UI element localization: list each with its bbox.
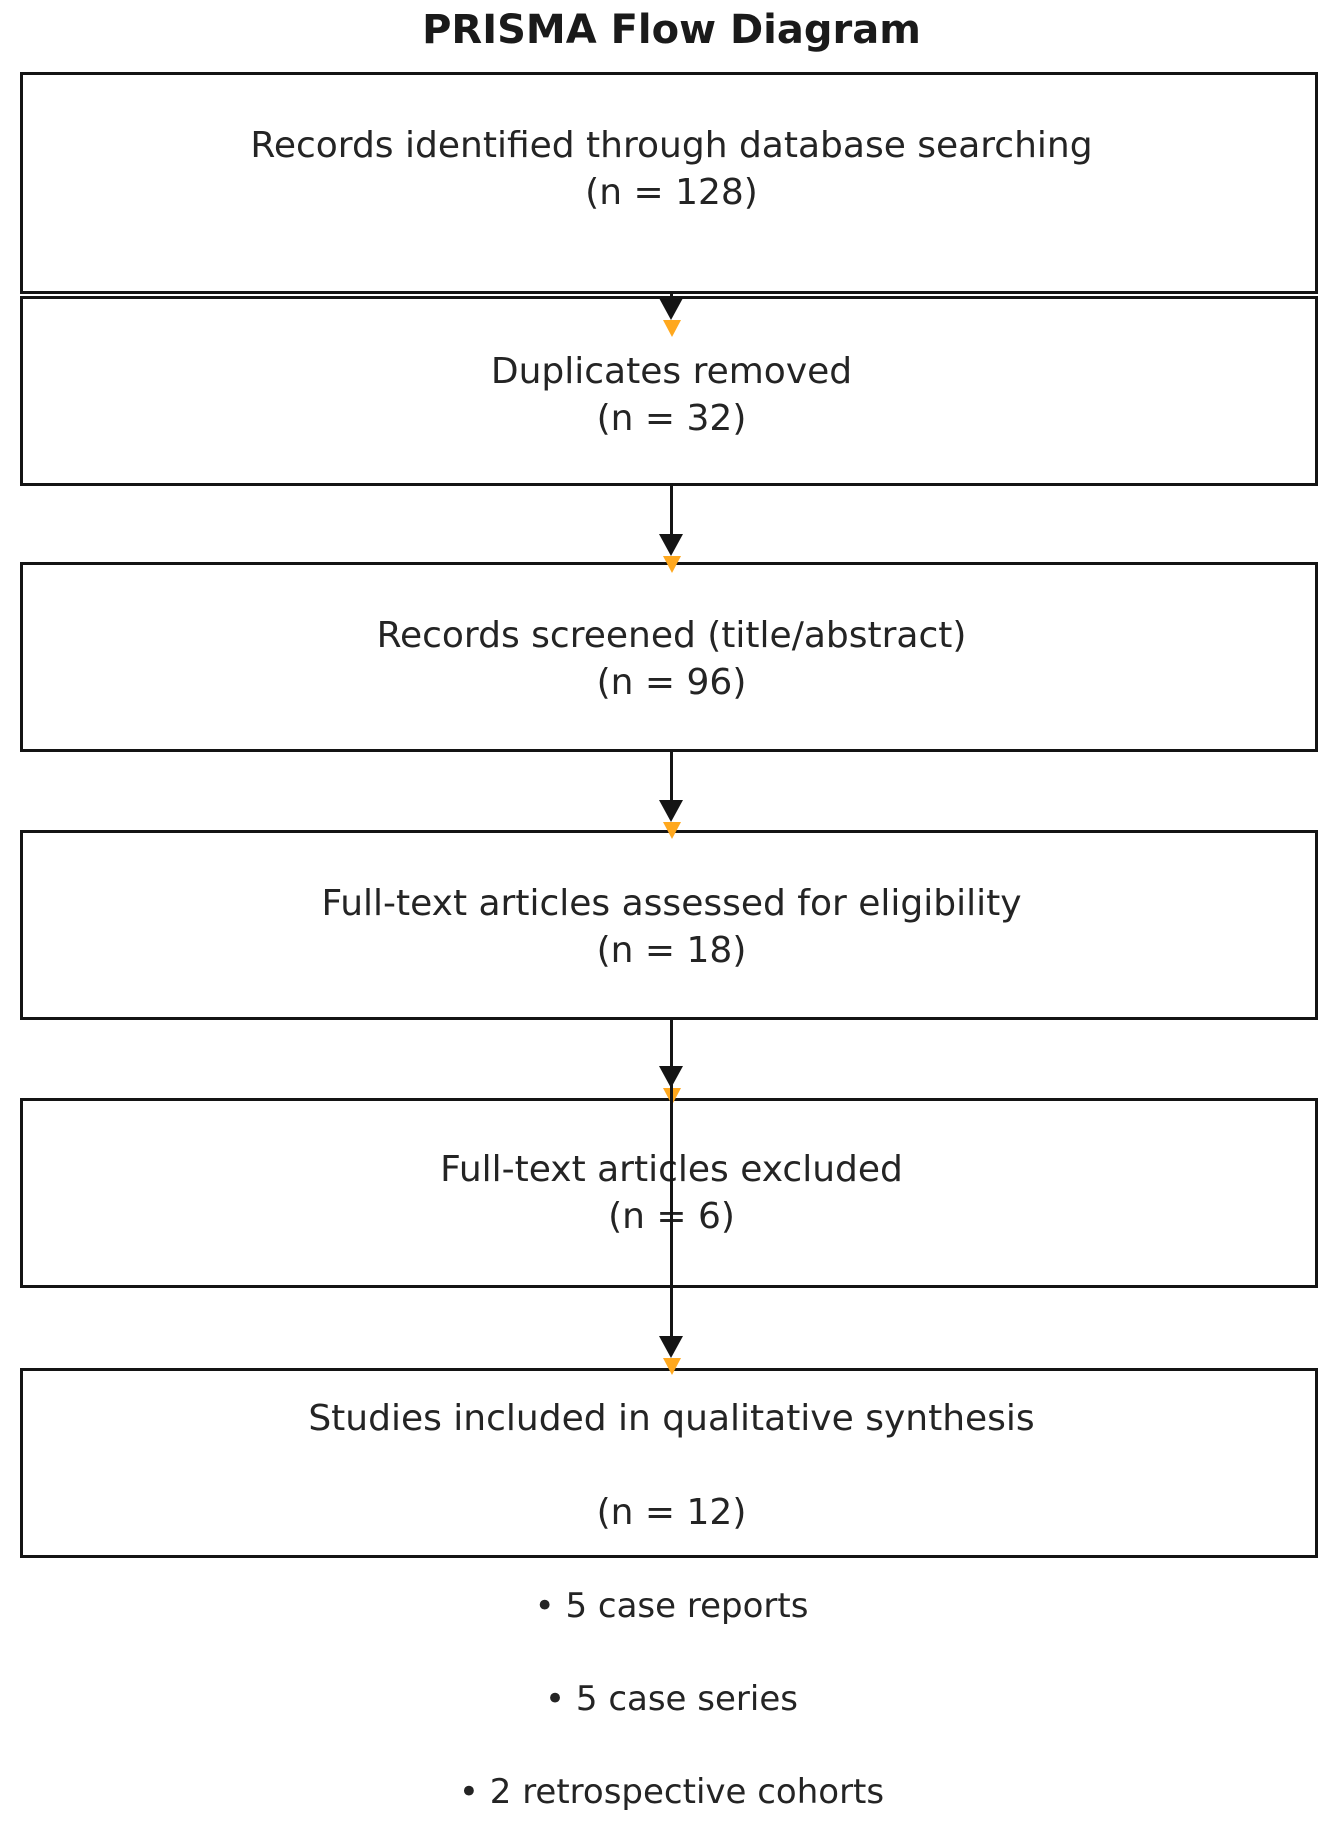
page-title: PRISMA Flow Diagram: [422, 7, 921, 53]
arrow-head-fill: [663, 556, 681, 573]
arrow-head-fill: [663, 822, 681, 839]
included-bullet-retrospective-cohorts: • 2 retrospective cohorts: [458, 1772, 885, 1812]
included-bullet-case-series: • 5 case series: [545, 1679, 798, 1719]
arrow-head-icon: [659, 534, 683, 573]
arrow-head-icon: [659, 298, 683, 337]
arrow-shaft: [670, 1020, 673, 1346]
included-bullet-case-reports: • 5 case reports: [534, 1586, 809, 1626]
node-box-fulltext-excluded[interactable]: [20, 1098, 1318, 1288]
arrow-shaft: [670, 486, 673, 550]
arrow-head-icon: [659, 800, 683, 839]
arrow-head-fill: [663, 320, 681, 337]
node-box-fulltext-assessed[interactable]: [20, 830, 1318, 1020]
arrow-head-fill: [663, 1358, 681, 1375]
node-box-records-screened[interactable]: [20, 562, 1318, 752]
arrow-head-icon: [659, 1336, 683, 1375]
node-box-studies-included[interactable]: [20, 1368, 1318, 1558]
arrow-shaft: [670, 752, 673, 816]
node-box-records-identified[interactable]: [20, 72, 1318, 294]
